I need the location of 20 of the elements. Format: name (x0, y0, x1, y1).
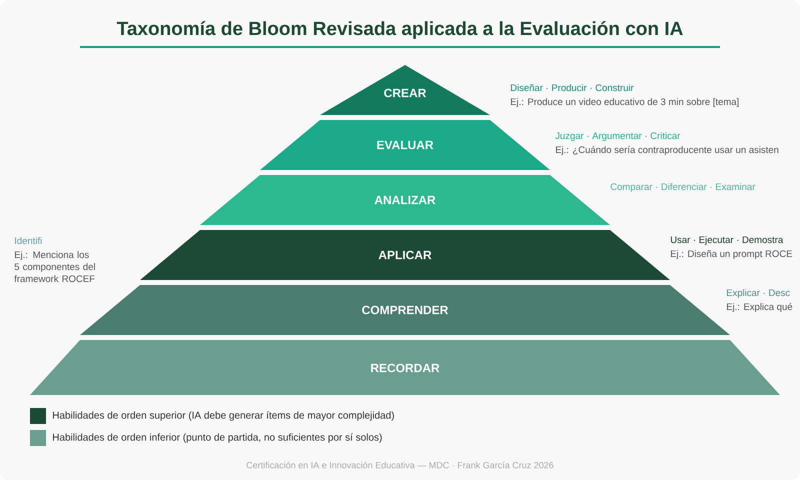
example-text: Ej.: ¿Cuándo sería contraproducente usar un asisten (556, 146, 778, 155)
verb-list: Identifi (15, 237, 42, 244)
legend-text: Habilidades de orden inferior (punto de partida, no suficientes por sí solos) (53, 433, 382, 443)
verb-list: Comparar · Diferenciar · Examinar (610, 183, 756, 192)
footer-text: Certificación en IA e Innovación Educativa — MDC · Frank García Cruz 2026 (246, 462, 554, 468)
example-text: Ej.: Explica qué (727, 303, 792, 312)
pyramid-level: APLICAR (140, 230, 670, 280)
verb-list: Diseñar · Producir · Construir (511, 84, 634, 92)
example-text: Ej.: Produce un video educativo de 3 min sobre [tema] (511, 98, 738, 107)
pyramid-level: CREAR (320, 65, 490, 115)
example-text: Ej.: Menciona los 5 componentes del framework ROCEF (14, 251, 95, 282)
pyramid-level: RECORDAR (30, 340, 780, 395)
title: Taxonomía de Bloom Revisada aplicada a la Evaluación con IA (116, 21, 683, 39)
pyramid-level: EVALUAR (260, 120, 550, 170)
example-text: Ej.: Diseña un prompt ROCE (671, 250, 792, 259)
verb-list: Juzgar · Argumentar · Criticar (555, 132, 680, 141)
verb-list: Explicar · Desc (727, 289, 790, 298)
pyramid-level: ANALIZAR (200, 175, 610, 225)
verb-list: Usar · Ejecutar · Demostra (670, 236, 784, 245)
legend-text: Habilidades de orden superior (IA debe generar ítems de mayor complejidad) (53, 411, 394, 421)
